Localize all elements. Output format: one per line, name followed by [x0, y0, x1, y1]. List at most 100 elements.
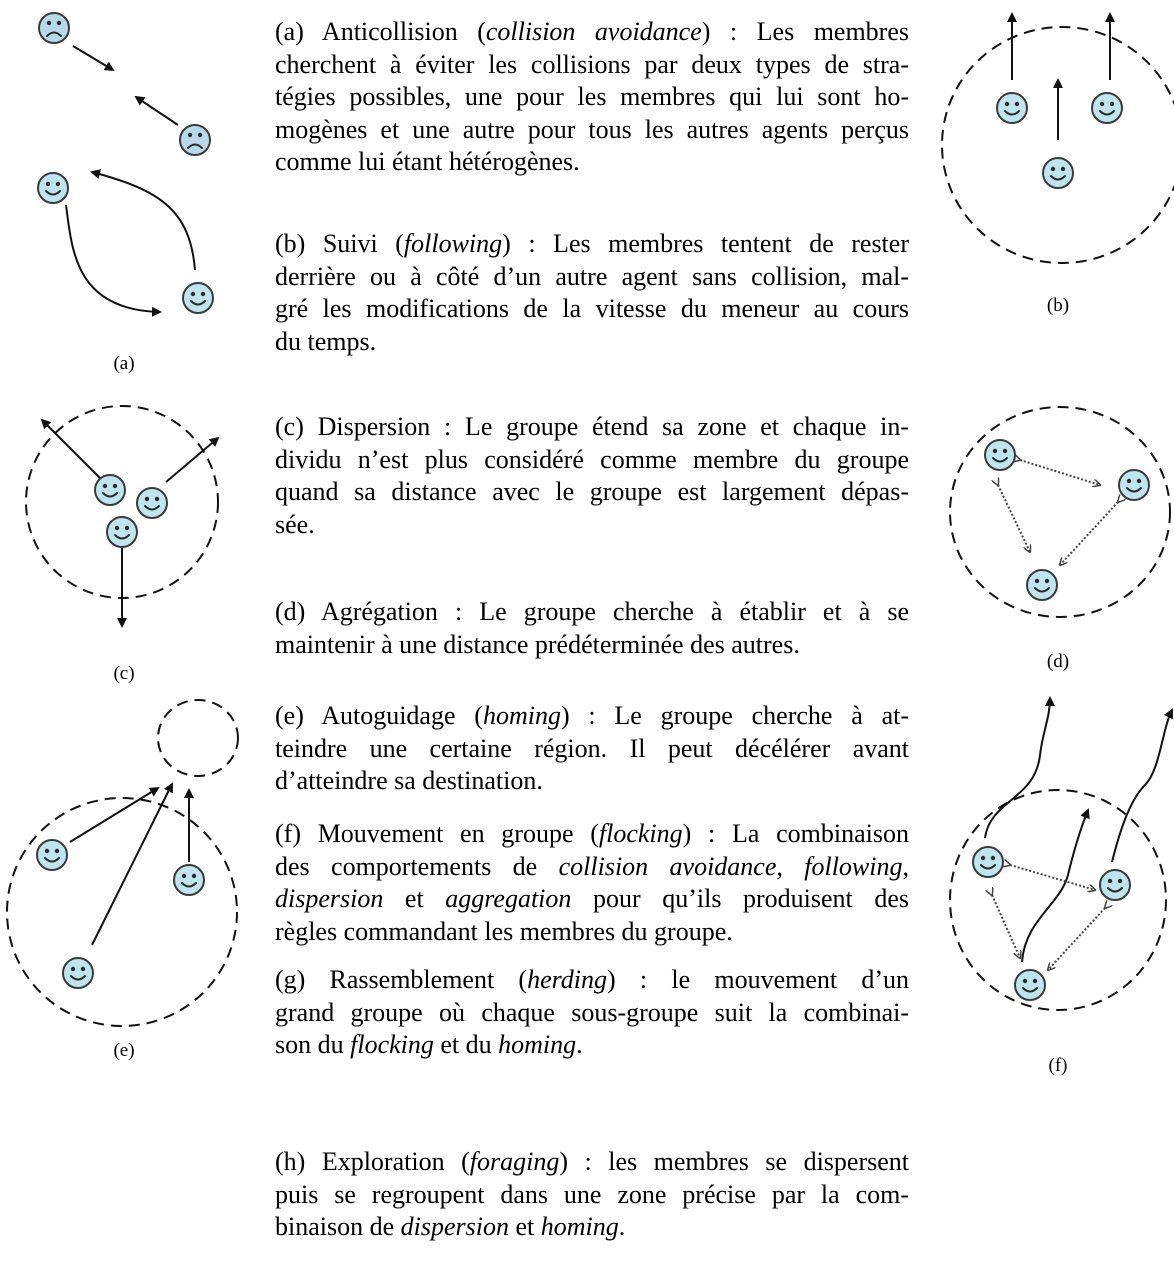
smiley-face-icon: [182, 282, 214, 314]
paragraph-line: (b) Suivi (following) : Les membres tent…: [275, 228, 909, 261]
paragraph-line: sée.: [275, 509, 909, 542]
smiley-face-icon: [972, 846, 1004, 878]
text-segment: d’atteindre sa destination.: [275, 766, 543, 795]
smiley-face-icon: [36, 839, 68, 871]
paragraph-line: (e) Autoguidage (homing) : Le groupe che…: [275, 700, 909, 733]
text-segment: teindre une certaine région. Il peut déc…: [275, 733, 909, 763]
italic-term: following: [403, 229, 503, 258]
figure-c-diagram: [25, 405, 220, 628]
text-segment: (f) Mouvement en groupe (: [275, 819, 599, 848]
paragraph-line: comme lui étant hétérogènes.: [275, 146, 909, 179]
arrow-f4: [1010, 865, 1095, 890]
arrow-e2: [91, 782, 173, 946]
figure-f-diagram: [949, 696, 1173, 1011]
text-segment: dividu n’est plus considéré comme membre…: [275, 444, 909, 474]
paragraph-line: (g) Rassemblement (herding) : le mouveme…: [275, 964, 909, 997]
paragraph-line: cherchent à éviter les collisions par de…: [275, 49, 909, 82]
smiley-face-icon: [94, 474, 126, 506]
text-segment: cherchent à éviter les collisions par de…: [275, 49, 909, 79]
italic-term: aggregation: [445, 884, 572, 913]
paragraph-line: mogènes et une autre pour tous les autre…: [275, 114, 909, 147]
caption-b: (b): [1046, 295, 1070, 316]
text-segment: du temps.: [275, 326, 377, 356]
arrow-f5: [992, 895, 1020, 958]
sad-face-icon: [38, 12, 70, 44]
italic-term: herding: [527, 965, 607, 994]
italic-term: following: [804, 851, 903, 881]
paragraph-e: (e) Autoguidage (homing) : Le groupe che…: [275, 700, 909, 798]
sad-face-icon: [179, 124, 211, 156]
paragraph-line: puis se regroupent dans une zone précise…: [275, 1179, 909, 1212]
figure-d-diagram: [949, 406, 1171, 618]
smiley-face-icon: [62, 957, 94, 989]
arrow-c1: [40, 418, 101, 479]
text-segment: (a) Anticollision (: [275, 17, 486, 46]
text-segment: binaison de: [275, 1212, 401, 1241]
paragraph-line: des comportements de collision avoidance…: [275, 851, 909, 884]
italic-term: homing: [540, 1212, 619, 1241]
paragraph-h: (h) Exploration (foraging) : les membres…: [275, 1146, 909, 1244]
arrow-d3: [1060, 502, 1118, 565]
paragraph-line: gré les modifications de la vitesse du m…: [275, 293, 909, 326]
figure-b: [940, 0, 1174, 280]
italic-term: flocking: [350, 1030, 434, 1059]
paragraph-line: teindre une certaine région. Il peut déc…: [275, 733, 909, 766]
paragraph-line: derrière ou à côté d’un autre agent sans…: [275, 261, 909, 294]
paragraph-g: (g) Rassemblement (herding) : le mouveme…: [275, 964, 909, 1062]
caption-f: (f): [1048, 1055, 1068, 1076]
text-segment: ) : La combinaison: [682, 819, 909, 848]
caption-c: (c): [113, 663, 135, 684]
paragraph-c: (c) Dispersion : Le groupe étend sa zone…: [275, 411, 909, 541]
text-segment: maintenir à une distance prédéterminée d…: [275, 629, 800, 659]
text-segment: ,: [902, 851, 910, 881]
italic-term: foraging: [469, 1147, 560, 1176]
arrow-f6: [1048, 908, 1105, 970]
italic-term: flocking: [598, 819, 683, 848]
arrow-e1: [69, 786, 160, 843]
smiley-face-icon: [1118, 469, 1150, 501]
group-boundary: [941, 26, 1174, 264]
text-segment: ) : Les membres: [701, 17, 909, 46]
arrow-f3: [1021, 808, 1090, 963]
target-region: [157, 699, 239, 777]
italic-term: collision avoidance: [485, 17, 702, 46]
paragraph-line: binaison de dispersion et homing.: [275, 1211, 909, 1244]
figure-e-diagram: [6, 699, 239, 1027]
text-segment: grand groupe où chaque sous-groupe suit …: [275, 997, 909, 1027]
smiley-face-icon: [1014, 969, 1046, 1001]
text-segment: tégies possibles, une pour les membres q…: [275, 82, 909, 111]
text-segment: .: [618, 1212, 626, 1241]
text-segment: règles commandant les membres du groupe.: [275, 916, 733, 946]
smiley-face-icon: [996, 92, 1028, 124]
figure-f: [940, 690, 1174, 1030]
italic-term: dispersion: [400, 1212, 509, 1241]
figure-d: [940, 400, 1174, 630]
text-segment: (h) Exploration (: [275, 1147, 470, 1176]
figure-b-diagram: [941, 12, 1174, 264]
text-segment: (c) Dispersion : Le groupe étend sa zone…: [275, 412, 909, 441]
italic-term: collision avoidance: [558, 851, 777, 881]
text-segment: .: [576, 1030, 583, 1059]
arrow-c2: [165, 436, 220, 483]
paragraph-line: (a) Anticollision (collision avoidance) …: [275, 16, 909, 49]
italic-term: dispersion: [275, 884, 384, 913]
text-segment: (d) Agrégation : Le groupe cherche à éta…: [275, 597, 909, 626]
paragraph-line: d’atteindre sa destination.: [275, 765, 909, 798]
italic-term: homing: [498, 1030, 577, 1059]
figure-a-diagram: [37, 12, 214, 317]
text-segment: mogènes et une autre pour tous les autre…: [275, 114, 909, 144]
arrow-a4: [65, 204, 162, 317]
paragraph-b: (b) Suivi (following) : Les membres tent…: [275, 228, 909, 358]
text-segment: et: [509, 1212, 541, 1241]
text-segment: puis se regroupent dans une zone précise…: [275, 1179, 909, 1209]
text-segment: ) : Le groupe cherche à at-: [560, 701, 909, 730]
smiley-face-icon: [1042, 157, 1074, 189]
figure-e: [0, 690, 240, 1027]
text-segment: (e) Autoguidage (: [275, 701, 483, 730]
paragraph-d: (d) Agrégation : Le groupe cherche à éta…: [275, 596, 909, 661]
text-segment: ) : Les membres tentent de rester: [502, 229, 909, 258]
text-segment: quand sa distance avec le groupe est lar…: [275, 477, 909, 506]
paragraph-a: (a) Anticollision (collision avoidance) …: [275, 16, 909, 179]
paragraph-line: dividu n’est plus considéré comme membre…: [275, 444, 909, 477]
paragraph-line: tégies possibles, une pour les membres q…: [275, 81, 909, 114]
